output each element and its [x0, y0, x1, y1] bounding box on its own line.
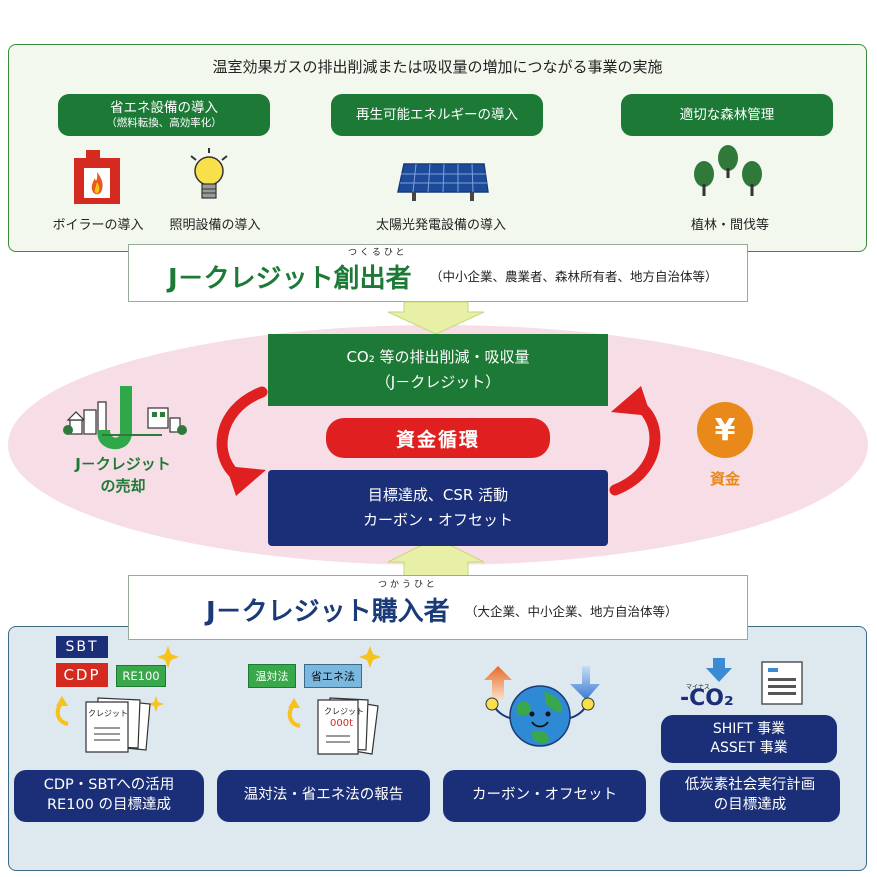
use-cdp-sbt-re100: CDP・SBTへの活用 RE100 の目標達成	[14, 770, 204, 822]
category-sublabel: （燃料転換、高効率化）	[106, 116, 222, 129]
solar-panel-icon	[397, 163, 489, 201]
reduction-line2: （J－クレジット）	[375, 373, 501, 391]
shift-line1: SHIFT 事業	[712, 721, 786, 738]
shift-asset-box: SHIFT 事業 ASSET 事業	[661, 715, 837, 763]
credit-document-icon	[55, 646, 179, 753]
icon-label-forest: 植林・間伐等	[690, 218, 769, 233]
document-label: クレジット	[88, 709, 128, 718]
shift-line2: ASSET 事業	[710, 740, 788, 756]
earth-offset-icon	[484, 666, 600, 747]
j-credit-mark-icon	[63, 386, 187, 450]
ontaiho-badge: 温対法	[248, 664, 296, 688]
purpose-line2: カーボン・オフセット	[362, 511, 513, 529]
report-document-icon	[287, 646, 381, 755]
use-line2: の目標達成	[713, 797, 787, 813]
category-forest-management: 適切な森林管理	[621, 94, 833, 136]
reduction-box: CO₂ 等の排出削減・吸収量 （J－クレジット）	[268, 334, 608, 406]
creator-title: J－クレジット創出者	[168, 264, 412, 294]
category-label: 再生可能エネルギーの導入	[356, 106, 518, 123]
icon-label-lighting: 照明設備の導入	[169, 218, 261, 233]
reduction-line1: CO₂ 等の排出削減・吸収量	[346, 347, 530, 366]
sell-credit-label: J－クレジット の売却	[48, 454, 198, 498]
use-low-carbon-plan: 低炭素社会実行計画 の目標達成	[660, 770, 840, 822]
use-line1: 温対法・省エネ法の報告	[243, 787, 404, 804]
shoene-badge: 省エネ法	[304, 664, 362, 688]
purpose-box: 目標達成、CSR 活動 カーボン・オフセット	[268, 470, 608, 546]
use-carbon-offset: カーボン・オフセット	[443, 770, 646, 822]
yen-coin-icon: ¥	[697, 402, 753, 458]
buyer-box	[128, 575, 748, 640]
co2-minus-ruby: マイナス	[686, 684, 710, 691]
trees-icon	[694, 145, 762, 196]
use-law-reporting: 温対法・省エネ法の報告	[217, 770, 430, 822]
office-building-icon	[761, 661, 803, 705]
buyer-ruby: つかうひと	[378, 580, 438, 590]
creator-note: （中小企業、農業者、森林所有者、地方自治体等）	[430, 269, 718, 284]
category-energy-saving: 省エネ設備の導入 （燃料転換、高効率化）	[58, 94, 270, 136]
re100-badge: RE100	[116, 665, 166, 687]
fund-circulation-pill: 資金循環	[326, 418, 550, 458]
sbt-badge: SBT	[56, 636, 108, 658]
minus-co2-label: -CO₂	[680, 686, 734, 711]
use-line1: カーボン・オフセット	[472, 787, 617, 804]
activities-heading: 温室効果ガスの排出削減または吸収量の増加につながる事業の実施	[212, 58, 663, 76]
creator-box	[128, 244, 748, 302]
purpose-line1: 目標達成、CSR 活動	[367, 485, 509, 504]
icon-label-boiler: ボイラーの導入	[52, 218, 144, 233]
boiler-icon	[74, 150, 120, 204]
buyer-note: （大企業、中小企業、地方自治体等）	[465, 604, 678, 619]
report-document-amount: 000t	[330, 718, 354, 729]
category-label: 省エネ設備の導入	[110, 100, 218, 116]
use-line2: RE100 の目標達成	[46, 797, 172, 813]
category-label: 適切な森林管理	[679, 106, 775, 123]
report-document-label: クレジット	[324, 707, 364, 716]
category-renewable-energy: 再生可能エネルギーの導入	[331, 94, 543, 136]
sell-label-line1: J－クレジット	[75, 455, 171, 473]
icon-label-solar: 太陽光発電設備の導入	[375, 218, 506, 233]
creator-ruby: つくるひと	[348, 248, 408, 258]
light-bulb-icon	[190, 148, 228, 199]
use-line1: CDP・SBTへの活用	[43, 777, 175, 794]
sell-label-line2: の売却	[100, 476, 146, 495]
funds-label: 資金	[709, 470, 740, 488]
cdp-badge: CDP	[56, 663, 108, 687]
use-line1: 低炭素社会実行計画	[684, 777, 816, 794]
down-arrow-icon	[706, 658, 732, 682]
buyer-title: J－クレジット購入者	[206, 597, 450, 627]
